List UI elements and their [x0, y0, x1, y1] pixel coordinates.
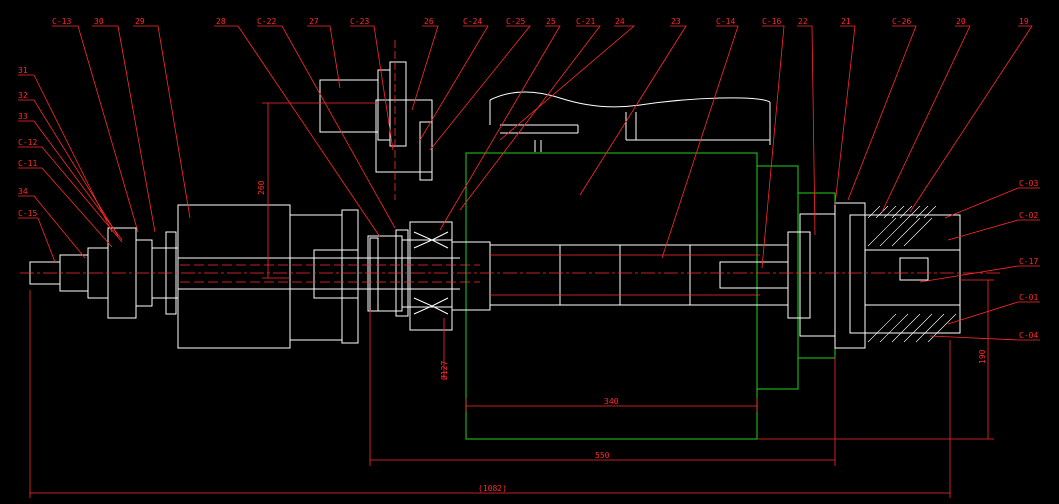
leader-lines [18, 25, 1040, 341]
label-top-8: C-24 [463, 17, 482, 26]
label-left-2: 33 [18, 112, 28, 121]
label-left-4: C-11 [18, 159, 37, 168]
label-left-0: 31 [18, 66, 28, 75]
label-top-4: C-22 [257, 17, 276, 26]
label-top-16: 22 [798, 17, 808, 26]
label-right-4: C-04 [1019, 331, 1038, 340]
label-right-3: C-01 [1019, 293, 1038, 302]
dimension-text-group: 260 340 550 (1082) 190 Ø127 [257, 180, 987, 493]
dim-1082: (1082) [478, 484, 507, 493]
label-top-6: C-23 [350, 17, 369, 26]
dim-340: 340 [604, 397, 619, 406]
label-top-20: 19 [1019, 17, 1029, 26]
dimension-lines [29, 102, 994, 498]
dim-550: 550 [595, 451, 610, 460]
front-hatch [867, 205, 957, 343]
shaft-outline [29, 61, 961, 349]
label-top-14: C-14 [716, 17, 735, 26]
dim-pulley-dia: Ø127 [439, 361, 449, 380]
label-right-0: C-03 [1019, 179, 1038, 188]
label-top-9: C-25 [506, 17, 525, 26]
label-left-6: C-15 [18, 209, 37, 218]
label-top-15: C-16 [762, 17, 781, 26]
label-top-19: 20 [956, 17, 966, 26]
label-top-11: C-21 [576, 17, 595, 26]
label-top-1: 30 [94, 17, 104, 26]
label-top-5: 27 [309, 17, 319, 26]
label-top-18: C-26 [892, 17, 911, 26]
left-label-group: 31 32 33 C-12 C-11 34 C-15 [18, 66, 37, 218]
label-top-7: 26 [424, 17, 434, 26]
right-label-group: C-03 C-02 C-17 C-01 C-04 [1019, 179, 1038, 340]
label-left-1: 32 [18, 91, 28, 100]
label-top-2: 29 [135, 17, 145, 26]
top-label-group: C-13 30 29 28 C-22 27 C-23 26 C-24 C-25 … [52, 17, 1029, 26]
dim-260: 260 [257, 180, 266, 195]
label-top-13: 23 [671, 17, 681, 26]
label-left-3: C-12 [18, 138, 37, 147]
label-top-3: 28 [216, 17, 226, 26]
dim-190: 190 [978, 349, 987, 364]
label-top-10: 25 [546, 17, 556, 26]
center-lines [20, 40, 1000, 296]
label-top-12: 24 [615, 17, 625, 26]
label-top-0: C-13 [52, 17, 71, 26]
label-right-2: C-17 [1019, 257, 1038, 266]
label-left-5: 34 [18, 187, 28, 196]
label-top-17: 21 [841, 17, 851, 26]
housing-section [465, 152, 836, 440]
label-right-1: C-02 [1019, 211, 1038, 220]
